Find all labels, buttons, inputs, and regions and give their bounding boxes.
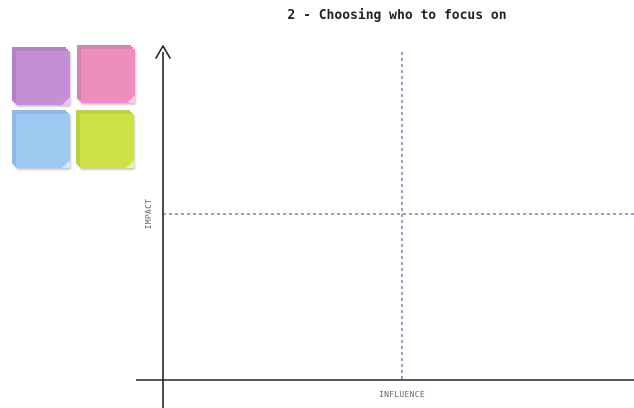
sticky-note-green[interactable] [76, 110, 134, 168]
board-title: 2 - Choosing who to focus on [287, 8, 507, 23]
y-axis-label: IMPACT [144, 199, 153, 230]
sticky-note-face [81, 49, 135, 103]
y-axis-arrow-icon [155, 45, 171, 59]
sticky-note-fold [62, 160, 70, 168]
sticky-note-face [16, 114, 70, 168]
sticky-note-face [80, 114, 134, 168]
sticky-note-fold [127, 95, 135, 103]
sticky-note-face [16, 51, 70, 105]
x-axis-label: INFLUENCE [379, 390, 425, 399]
sticky-note-pink[interactable] [77, 45, 135, 103]
sticky-note-blue[interactable] [12, 110, 70, 168]
sticky-note-purple[interactable] [12, 47, 70, 105]
sticky-note-fold [62, 97, 70, 105]
sticky-note-fold [126, 160, 134, 168]
